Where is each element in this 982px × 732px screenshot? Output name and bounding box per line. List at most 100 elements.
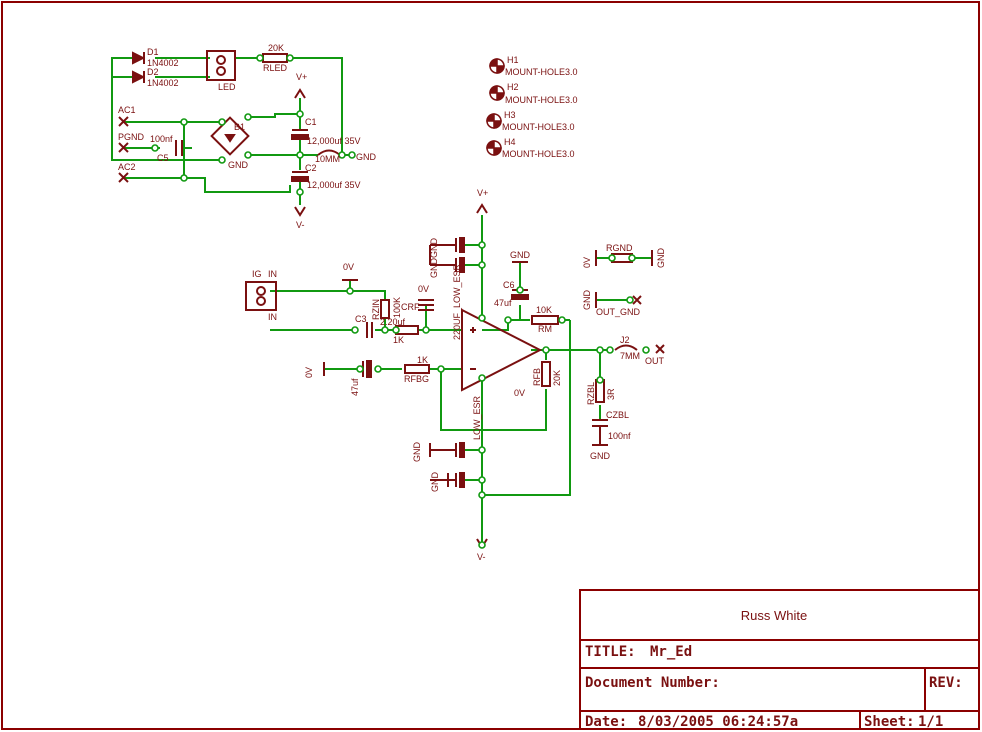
rzbl-value: 3R	[606, 388, 616, 400]
sheet-label: Sheet:	[864, 714, 915, 730]
d2-part: 1N4002	[147, 78, 179, 88]
document-number-label: Document Number:	[585, 675, 720, 691]
j2-value: 7MM	[620, 351, 640, 361]
diode-d2	[132, 70, 146, 84]
vminus-amp-label: V-	[477, 552, 486, 562]
j2-ref: J2	[620, 335, 630, 345]
led-label: LED	[218, 82, 236, 92]
in1-label: IN	[268, 269, 277, 279]
c5-ref: C5	[157, 153, 169, 163]
gnd-b1-label: GND	[228, 160, 249, 170]
amplifier-parts	[245, 203, 665, 549]
gnd-top2-label: GND	[429, 258, 439, 279]
low-esr-top-label: 220UF_LOW_ESR	[452, 263, 462, 340]
out-gnd-terminal	[632, 295, 642, 305]
rfbg-ref: RFBG	[404, 374, 429, 384]
rzin-ref: RZIN	[371, 299, 381, 320]
in2-label: IN	[268, 312, 277, 322]
ig-label: IG	[252, 269, 262, 279]
amplifier-wires	[270, 215, 652, 545]
h4-ref: H4	[504, 137, 516, 147]
ac1-label: AC1	[118, 105, 136, 115]
out-gnd-label: OUT_GND	[596, 307, 641, 317]
power-supply-parts	[118, 50, 341, 217]
czbl-ref: CZBL	[606, 410, 629, 420]
pgnd-terminal	[118, 142, 129, 153]
title-label: TITLE:	[585, 644, 636, 660]
rm-ref: RM	[538, 324, 552, 334]
vplus-ps-label: V+	[296, 72, 307, 82]
c3-ref: C3	[355, 314, 367, 324]
ac2-terminal	[118, 172, 129, 183]
gnd-out-label: GND	[582, 290, 592, 311]
gnd-bot2-label: GND	[430, 472, 440, 493]
gnd-rgnd-label: GND	[656, 248, 666, 269]
date-label: Date:	[585, 714, 627, 730]
h2-ref: H2	[507, 82, 519, 92]
d1-ref: D1	[147, 47, 159, 57]
c2-ref: C2	[305, 163, 317, 173]
c6-ref: C6	[503, 280, 515, 290]
amplifier-pads	[346, 241, 650, 549]
out-terminal	[655, 344, 665, 354]
rzbl-ref: RZBL	[586, 382, 596, 405]
rin-value: 1K	[393, 335, 404, 345]
out-label: OUT	[645, 356, 665, 366]
low-esr-bot-label: LOW_ESR	[472, 395, 482, 440]
h3-value: MOUNT-HOLE3.0	[502, 122, 575, 132]
input-connector	[245, 281, 277, 311]
bridge-b1	[210, 116, 250, 156]
d1-part: 1N4002	[147, 58, 179, 68]
j1-value: 10MM	[315, 154, 340, 164]
gnd-c6-label: GND	[510, 250, 531, 260]
title-value: Mr_Ed	[650, 644, 692, 660]
opamp-triangle	[461, 308, 543, 392]
v0-c7-label: 0V	[304, 367, 314, 378]
c2-value: 12,000uf 35V	[307, 180, 361, 190]
ac1-terminal	[118, 116, 129, 127]
v0-1-label: 0V	[343, 262, 354, 272]
power-supply-pads	[151, 54, 356, 196]
crf-label: CRF	[401, 302, 420, 312]
rgnd-ref: RGND	[606, 243, 633, 253]
title-block	[579, 589, 980, 730]
czbl-value: 100nf	[608, 431, 631, 441]
gnd-top1-label: GND	[429, 238, 439, 259]
b1-ref: B1	[234, 122, 245, 132]
v0-3-label: 0V	[514, 388, 525, 398]
d2-ref: D2	[147, 67, 159, 77]
vplus-amp-label: V+	[477, 188, 488, 198]
led-connector	[206, 50, 236, 81]
rled-value: 20K	[268, 43, 284, 53]
resistor-rled	[262, 53, 288, 63]
h3-ref: H3	[504, 110, 516, 120]
revision-label: REV:	[929, 675, 963, 691]
rled-ref: RLED	[263, 63, 288, 73]
h4-value: MOUNT-HOLE3.0	[502, 149, 575, 159]
gnd-bot1-label: GND	[412, 442, 422, 463]
rfbg-value: 1K	[417, 355, 428, 365]
gnd-czbl-label: GND	[590, 451, 611, 461]
h1-ref: H1	[507, 55, 519, 65]
rm-value: 10K	[536, 305, 552, 315]
vminus-ps-label: V-	[296, 220, 305, 230]
rfb-ref: RFB	[532, 368, 542, 386]
c3-value: 2.20uf	[380, 317, 406, 327]
rfb-value: 20K	[552, 370, 562, 386]
c1-ref: C1	[305, 117, 317, 127]
rzin-value: 100K	[392, 297, 402, 318]
pgnd-label: PGND	[118, 132, 145, 142]
h2-value: MOUNT-HOLE3.0	[505, 95, 578, 105]
gnd-ps-label: GND	[356, 152, 377, 162]
ac2-label: AC2	[118, 162, 136, 172]
sheet-value: 1/1	[918, 714, 943, 730]
v0-2-label: 0V	[418, 284, 429, 294]
c7-value: 47uf	[350, 378, 360, 396]
h1-value: MOUNT-HOLE3.0	[505, 67, 578, 77]
diode-d1	[132, 51, 146, 65]
c1-value: 12,000uf 35V	[307, 136, 361, 146]
mount-holes	[486, 58, 505, 156]
author-name: Russ White	[741, 608, 807, 623]
